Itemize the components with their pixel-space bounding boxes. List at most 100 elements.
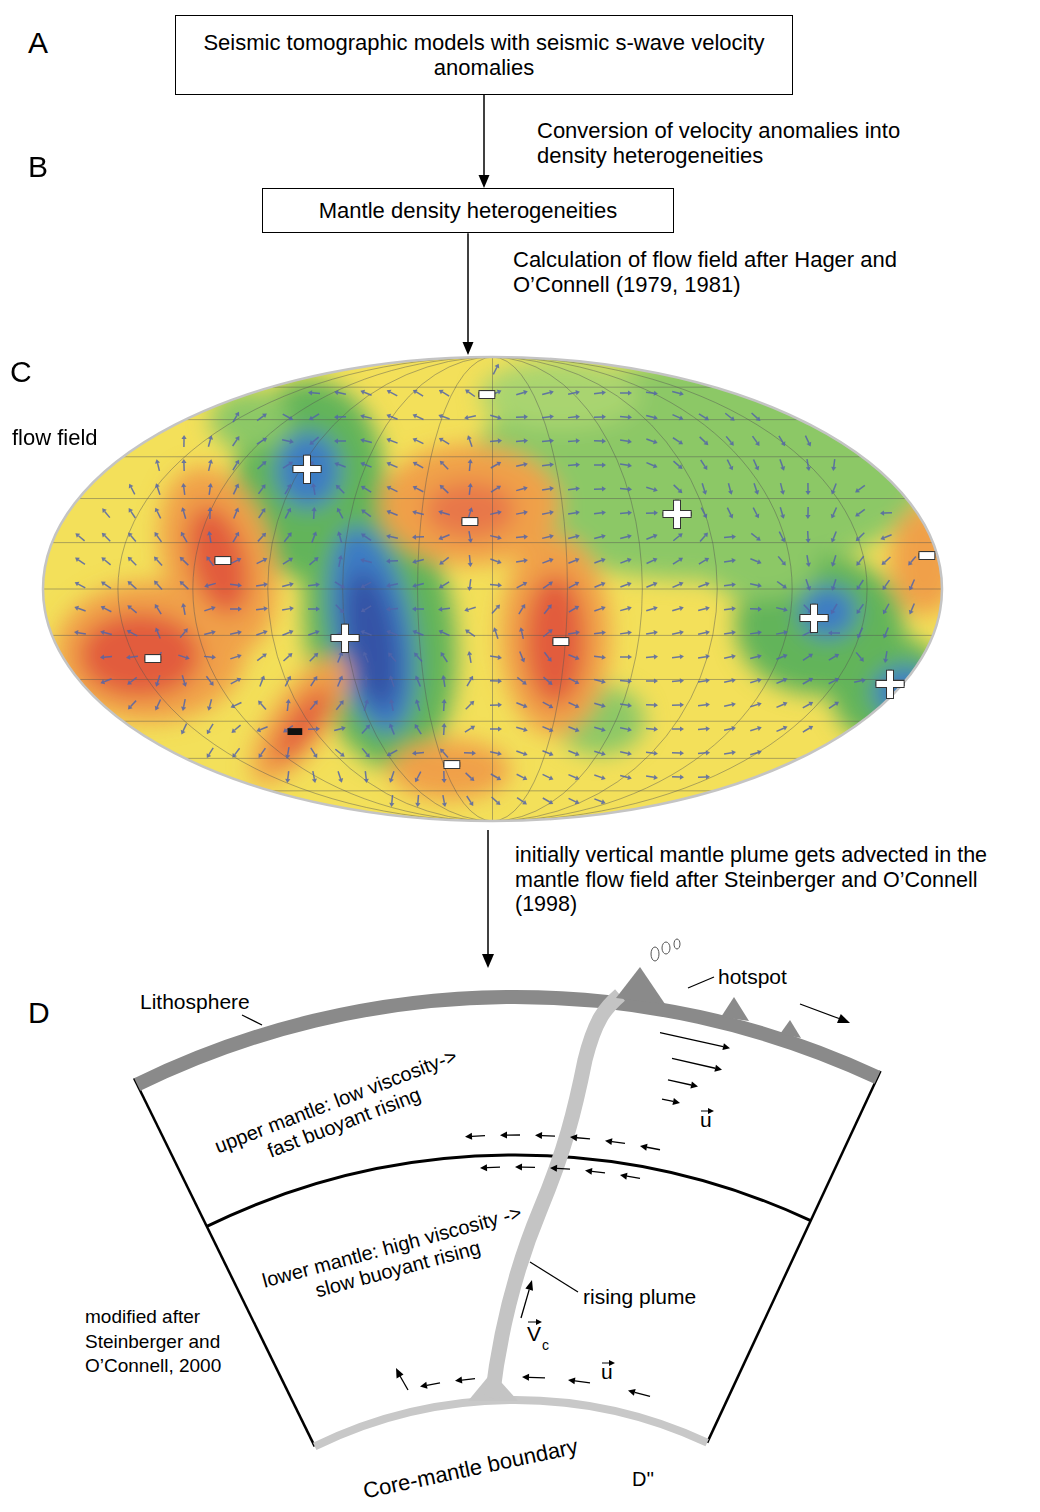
flow-arrow bbox=[698, 728, 706, 730]
arrow-head bbox=[523, 776, 528, 781]
arrow-head bbox=[549, 751, 554, 756]
flow-arrow bbox=[620, 728, 628, 730]
arrow-head bbox=[439, 390, 444, 394]
arrow-head bbox=[365, 753, 370, 758]
arrow-head bbox=[238, 606, 242, 611]
flow-arrow bbox=[364, 512, 370, 517]
arrow-head bbox=[880, 511, 884, 516]
flow-arrow bbox=[779, 436, 783, 443]
flow-arrow bbox=[885, 604, 889, 611]
arrow-head bbox=[780, 466, 785, 471]
arrow-head bbox=[732, 534, 736, 539]
arrow-head bbox=[780, 514, 785, 519]
arrow-head bbox=[469, 801, 473, 806]
arrow-head bbox=[680, 702, 684, 707]
arrow-head bbox=[413, 438, 418, 443]
flow-arrow bbox=[365, 679, 367, 687]
flow-arrow bbox=[832, 632, 840, 634]
flow-arrow bbox=[859, 580, 863, 587]
flow-arrow bbox=[854, 681, 862, 683]
flow-arrow bbox=[568, 560, 575, 563]
flow-arrow bbox=[390, 512, 397, 515]
arrow-head bbox=[882, 560, 887, 565]
arrow-head bbox=[127, 630, 132, 635]
arrow-head bbox=[783, 607, 787, 612]
flow-arrow bbox=[180, 631, 185, 637]
flow-arrow bbox=[230, 633, 238, 635]
arrow-head bbox=[389, 699, 394, 703]
arrow-head bbox=[755, 514, 760, 519]
flow-arrow bbox=[308, 632, 316, 635]
flow-arrow bbox=[104, 656, 112, 658]
arrow-head bbox=[781, 538, 786, 543]
arrow-head bbox=[100, 630, 105, 635]
arrow-head bbox=[464, 415, 468, 420]
flow-arrow bbox=[104, 584, 111, 589]
arrow-head bbox=[129, 484, 134, 489]
flow-arrow bbox=[183, 724, 186, 731]
arrow-head bbox=[855, 488, 860, 492]
flow-arrow bbox=[235, 748, 240, 754]
arrow-head bbox=[312, 531, 317, 536]
arrow-head bbox=[234, 507, 239, 512]
arrow-head bbox=[861, 678, 865, 683]
flow-arrow bbox=[646, 415, 654, 417]
arrow-head bbox=[498, 702, 502, 707]
flow-arrow bbox=[776, 608, 784, 610]
flow-arrow bbox=[673, 438, 680, 442]
flow-arrow bbox=[131, 487, 135, 494]
arrow-head bbox=[520, 658, 525, 663]
flow-arrow bbox=[647, 1147, 660, 1150]
flow-arrow bbox=[544, 652, 549, 658]
arrow-head bbox=[497, 559, 502, 564]
flow-arrow bbox=[365, 771, 367, 779]
flow-arrow bbox=[807, 507, 809, 515]
anomaly-sign: + bbox=[661, 486, 693, 540]
flow-arrow bbox=[466, 704, 472, 710]
arrow-head bbox=[679, 582, 684, 587]
flow-arrow bbox=[727, 508, 731, 515]
flow-arrow bbox=[312, 392, 320, 394]
arrow-head bbox=[237, 678, 242, 683]
arrow-head bbox=[703, 532, 708, 537]
arrow-head bbox=[575, 534, 580, 539]
arrow-head bbox=[730, 416, 735, 421]
flow-arrow bbox=[594, 775, 602, 778]
flow-arrow bbox=[803, 680, 810, 684]
flow-arrow bbox=[698, 752, 706, 754]
flow-arrow bbox=[833, 508, 836, 515]
flow-arrow bbox=[673, 560, 680, 564]
arrow-head bbox=[285, 779, 290, 783]
flow-arrow bbox=[620, 704, 628, 705]
flow-arrow bbox=[470, 655, 471, 663]
flow-arrow bbox=[417, 703, 419, 711]
flow-arrow bbox=[416, 440, 423, 443]
flow-arrow bbox=[490, 656, 498, 657]
flow-arrow bbox=[885, 627, 888, 634]
arrow-head bbox=[653, 558, 658, 563]
flow-arrow bbox=[178, 655, 186, 657]
arrow-head bbox=[627, 606, 632, 611]
flow-arrow bbox=[204, 632, 212, 634]
arrow-head bbox=[549, 534, 553, 539]
flow-arrow bbox=[311, 748, 315, 755]
flow-arrow bbox=[467, 796, 471, 803]
flow-arrow bbox=[308, 608, 316, 610]
flow-arrow bbox=[911, 556, 916, 562]
flow-arrow bbox=[204, 608, 212, 611]
flow-arrow bbox=[672, 728, 680, 730]
arrow-head bbox=[654, 391, 658, 396]
flow-arrow bbox=[364, 536, 371, 541]
flow-arrow bbox=[490, 513, 498, 515]
arrow-head bbox=[780, 490, 785, 495]
flow-arrow bbox=[620, 488, 628, 490]
flow-arrow bbox=[491, 774, 498, 778]
flow-arrow bbox=[130, 632, 137, 636]
flow-arrow bbox=[157, 607, 161, 614]
flow-arrow bbox=[131, 535, 136, 541]
flow-arrow bbox=[336, 703, 341, 709]
flow-arrow bbox=[724, 561, 732, 562]
flow-arrow bbox=[105, 511, 110, 517]
flow-arrow bbox=[662, 1099, 673, 1101]
arrow-head bbox=[574, 606, 579, 610]
